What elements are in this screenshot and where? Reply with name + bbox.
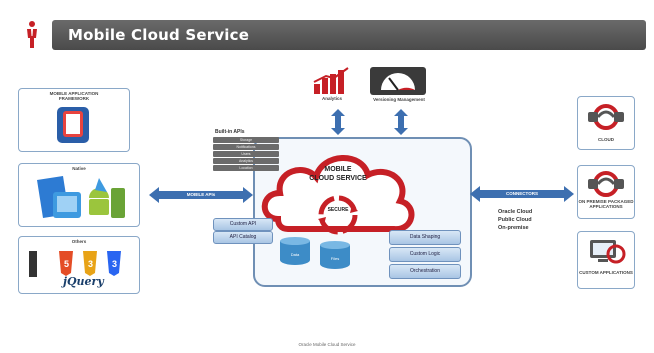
mobile-apis-label: MOBILE APIs [186,192,216,197]
analytics-arrow-icon [331,109,345,140]
svg-text:3: 3 [88,259,93,269]
data-shaping-button[interactable]: Data Shaping [389,230,461,245]
cloud-panel-label: CLOUD [598,137,614,142]
cloud-connect-icon [586,103,626,136]
page-title: Mobile Cloud Service [68,26,250,44]
api-item: Storage [213,137,279,143]
built-in-apis-label: Built-in APIs [215,129,245,135]
connectors-arrow-icon [470,186,574,207]
api-list: Storage Notifications Users Analytics Lo… [213,137,279,171]
person-icon [26,20,38,50]
versioning-label: Versioning Management [373,97,425,102]
jquery-text: jQuery [63,275,104,288]
others-panel: Others 5 3 3 jQuery [18,236,140,294]
svg-text:3: 3 [112,259,117,269]
api-item: Notifications [213,144,279,150]
cloud-icon [258,141,418,256]
native-platforms-icon [33,174,129,227]
data-database-label: Data [290,252,300,257]
mobile-framework-panel: MOBILE APPLICATION FRAMEWORK [18,88,130,152]
orchestration-button[interactable]: Orchestration [389,264,461,279]
others-label: Others [71,239,87,244]
connectors-label: CONNECTORS [506,191,538,196]
api-catalog-button[interactable]: API Catalog [213,231,273,244]
native-label: Native [72,166,86,171]
files-database-label: Files [330,256,340,261]
deploy-on-premise: On-premise [498,225,529,231]
bar-chart-icon [312,66,352,99]
mobile-framework-label: MOBILE APPLICATION FRAMEWORK [49,91,99,101]
title-bar [52,20,646,50]
api-item: Users [213,151,279,157]
analytics-label: Analytics [321,96,342,101]
svg-text:5: 5 [64,259,69,269]
secure-label: SECURE [327,207,349,213]
on-premise-panel: ON PREMISE PACKAGED APPLICATIONS [577,165,635,219]
mobile-apis-arrow-icon [149,187,253,208]
files-database-icon [318,240,352,275]
deploy-options: Oracle Cloud Public Cloud On-premise [498,208,532,232]
on-premise-icon [586,170,626,203]
web-tech-icon: 5 3 3 [27,245,135,296]
on-premise-label: ON PREMISE PACKAGED APPLICATIONS [578,199,634,209]
api-item: Analytics [213,158,279,164]
custom-apps-label: CUSTOM APPLICATIONS [579,270,633,275]
custom-apps-panel: CUSTOM APPLICATIONS [577,231,635,289]
cloud-title-line2: CLOUD SERVICE [309,175,367,182]
versioning-arrow-icon [394,109,408,140]
deploy-oracle-cloud: Oracle Cloud [498,209,533,215]
footer-text: Oracle Mobile Cloud Service [298,342,356,347]
deploy-public-cloud: Public Cloud [498,217,532,223]
data-database-icon [278,236,312,271]
mobile-framework-icon [55,105,91,150]
api-item: Location [213,165,279,171]
gauge-icon [369,66,427,101]
cloud-panel: CLOUD [577,96,635,150]
custom-logic-button[interactable]: Custom Logic [389,247,461,262]
custom-api-button[interactable]: Custom API [213,218,273,231]
custom-apps-icon [586,236,626,271]
native-panel: Native [18,163,140,227]
cloud-title-line1: MOBILE [324,166,352,173]
